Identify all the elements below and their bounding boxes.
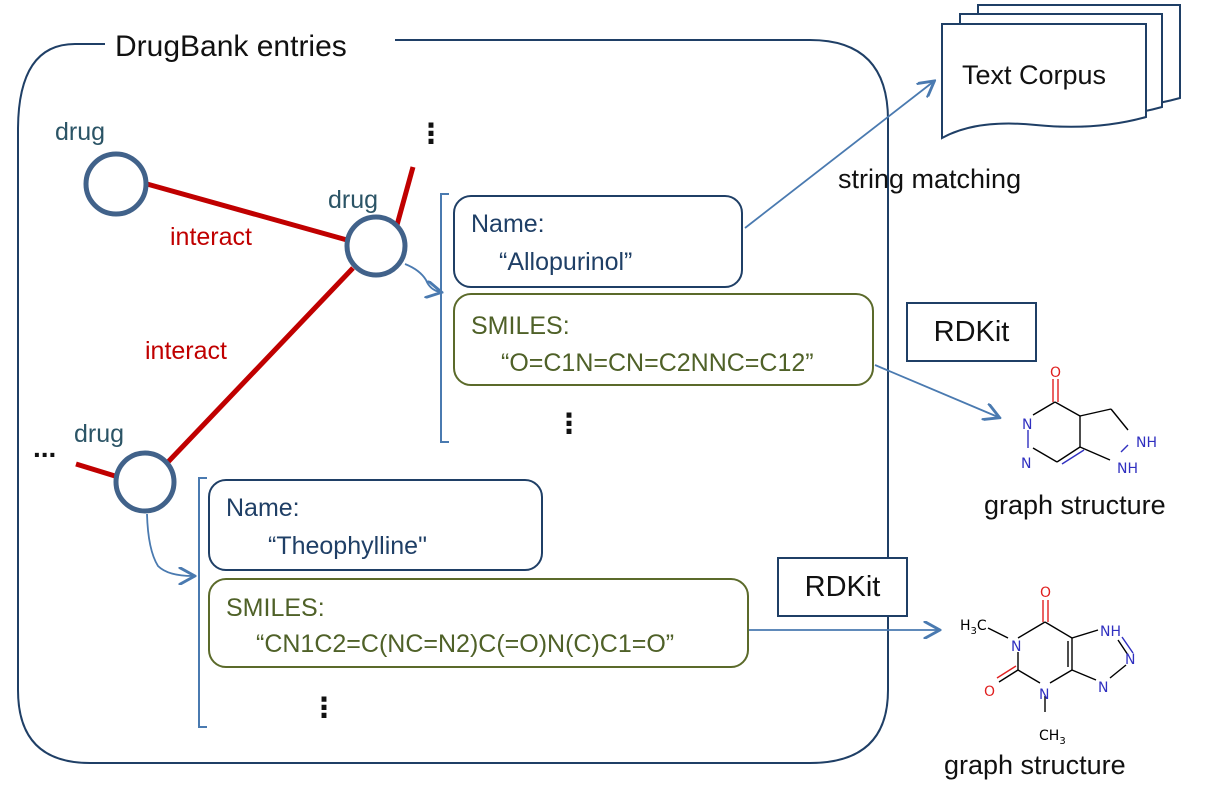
theophylline-atom-n1: N — [1011, 639, 1021, 655]
string-matching-arrow — [744, 82, 933, 229]
entry1-smiles-box: SMILES: “O=C1N=CN=C2NNC=C12” — [453, 293, 874, 386]
rdkit-box-1: RDKit — [906, 302, 1037, 362]
interact-edge-top — [146, 181, 348, 243]
string-matching-label: string matching — [838, 164, 1022, 194]
allopurinol-atom-nh2: NH — [1117, 461, 1138, 477]
edge-continuation-left — [75, 461, 116, 479]
drug-node-2 — [344, 214, 408, 278]
theophylline-h3c: H3C — [960, 618, 987, 637]
entry2-smiles-label: SMILES: — [226, 594, 325, 622]
theophylline-atom-o1: O — [1040, 585, 1051, 601]
diagram-title: DrugBank entries — [115, 30, 347, 63]
allopurinol-atom-n1: N — [1022, 417, 1032, 433]
allopurinol-atom-n2: N — [1021, 456, 1031, 472]
ellipsis-entry2: ⋮ — [310, 692, 338, 723]
text-corpus-icon — [941, 4, 1181, 140]
theophylline-atom-o2: O — [984, 684, 995, 700]
node2-to-entry1-arrow — [404, 263, 440, 292]
theophylline-structure — [987, 600, 1134, 712]
theophylline-atom-n4: N — [1098, 680, 1108, 696]
ellipsis-left: ... — [33, 432, 57, 463]
theophylline-atom-nh: NH — [1100, 624, 1121, 640]
entry1-smiles-label: SMILES: — [471, 312, 570, 340]
entry2-name-value: “Theophylline" — [268, 532, 427, 560]
entry2-smiles-box: SMILES: “CN1C2=C(NC=N2)C(=O)N(C)C1=O” — [208, 578, 749, 668]
allopurinol-atom-o: O — [1050, 365, 1061, 381]
entry2-name-box: Name: “Theophylline" — [208, 479, 543, 571]
entry1-bracket — [440, 193, 449, 443]
drug-label-3: drug — [74, 420, 125, 448]
drug-node-1 — [83, 151, 149, 217]
entry1-name-box: Name: “Allopurinol” — [453, 195, 743, 288]
theophylline-atom-n3: N — [1125, 652, 1135, 668]
entry1-smiles-value: “O=C1N=CN=C2NNC=C12” — [501, 349, 814, 377]
drug-node-3 — [113, 450, 177, 514]
entry2-bracket — [198, 477, 207, 728]
drugbank-frame — [17, 39, 889, 764]
drug-label-1: drug — [55, 118, 106, 146]
entry2-name-label: Name: — [226, 494, 300, 522]
interact-label-1: interact — [170, 223, 252, 251]
node3-to-entry2-arrow — [146, 513, 193, 576]
rdkit-arrow-1 — [874, 364, 998, 417]
theophylline-atom-n2: N — [1039, 687, 1049, 703]
ellipsis-entry1: ⋮ — [555, 408, 583, 439]
entry2-smiles-value: “CN1C2=C(NC=N2)C(=O)N(C)C1=O” — [256, 630, 675, 658]
graph-structure-caption-2: graph structure — [944, 750, 1126, 780]
entry1-name-value: “Allopurinol” — [499, 248, 633, 276]
entry1-name-label: Name: — [471, 210, 545, 238]
allopurinol-structure — [1027, 379, 1129, 465]
edge-continuation-up — [394, 166, 416, 226]
drug-label-2: drug — [328, 186, 379, 214]
allopurinol-atom-nh1: NH — [1136, 435, 1157, 451]
interact-label-2: interact — [145, 337, 227, 365]
interact-edge-middle — [166, 266, 355, 464]
rdkit-box-2: RDKit — [777, 557, 908, 617]
ellipsis-top: ⋮ — [417, 118, 445, 149]
theophylline-ch3: CH3 — [1039, 728, 1066, 747]
text-corpus-label: Text Corpus — [962, 60, 1107, 90]
graph-structure-caption-1: graph structure — [984, 490, 1166, 520]
